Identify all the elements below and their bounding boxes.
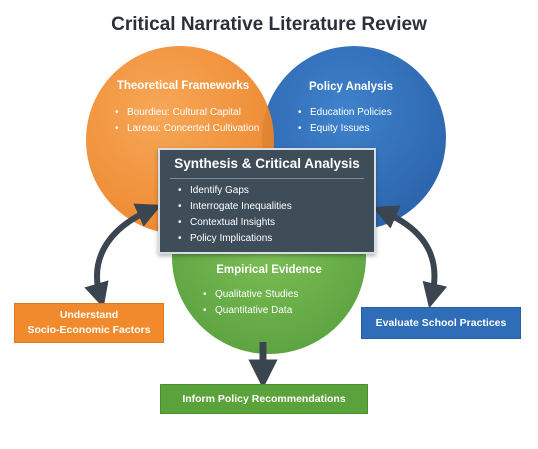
synthesis-divider [170, 178, 364, 179]
understand-factors-box: Understand Socio-Economic Factors [14, 303, 164, 343]
understand-factors-label: Understand Socio-Economic Factors [27, 309, 151, 336]
inform-policy-box: Inform Policy Recommendations [160, 384, 368, 414]
right-curved-arrow [372, 205, 448, 309]
evaluate-practices-box: Evaluate School Practices [361, 307, 521, 339]
list-item: Lareau: Concerted Cultivation [115, 121, 259, 137]
synthesis-box: Synthesis & Critical Analysis Identify G… [158, 148, 376, 254]
theoretical-frameworks-title: Theoretical Frameworks [116, 80, 250, 92]
list-item: Education Policies [298, 105, 392, 121]
empirical-evidence-title: Empirical Evidence [216, 264, 322, 276]
theoretical-frameworks-list: Bourdieu: Cultural Capital Lareau: Conce… [115, 105, 259, 137]
diagram-title: Critical Narrative Literature Review [111, 14, 427, 35]
list-item: Policy Implications [178, 231, 292, 247]
list-item: Quantitative Data [203, 303, 298, 319]
empirical-evidence-list: Qualitative Studies Quantitative Data [203, 287, 298, 319]
left-curved-arrow [84, 203, 162, 309]
inform-policy-label: Inform Policy Recommendations [182, 392, 346, 405]
list-item: Interrogate Inequalities [178, 199, 292, 215]
list-item: Qualitative Studies [203, 287, 298, 303]
synthesis-list: Identify Gaps Interrogate Inequalities C… [178, 183, 292, 247]
policy-analysis-list: Education Policies Equity Issues [298, 105, 392, 137]
policy-analysis-title: Policy Analysis [309, 81, 393, 93]
list-item: Equity Issues [298, 121, 392, 137]
synthesis-title: Synthesis & Critical Analysis [174, 156, 360, 171]
list-item: Contextual Insights [178, 215, 292, 231]
evaluate-practices-label: Evaluate School Practices [375, 316, 507, 329]
list-item: Bourdieu: Cultural Capital [115, 105, 259, 121]
list-item: Identify Gaps [178, 183, 292, 199]
